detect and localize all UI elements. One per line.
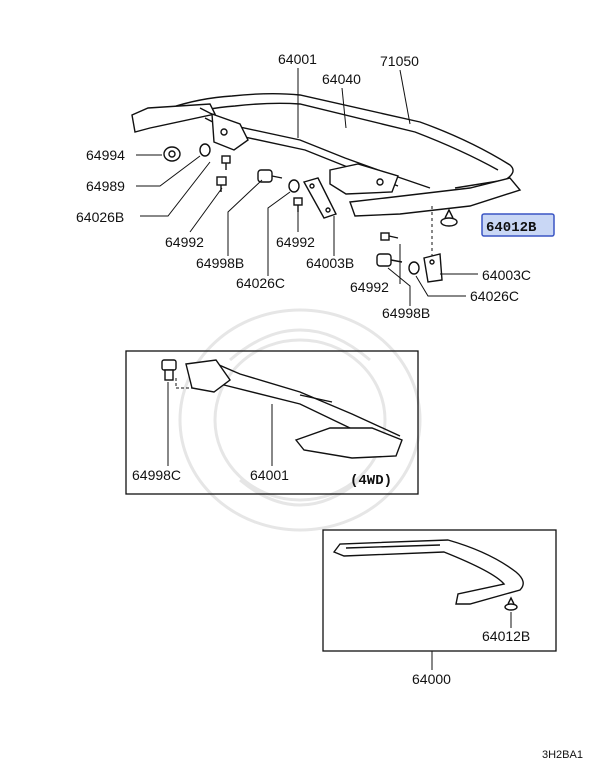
label-71050: 71050 <box>380 53 419 69</box>
label-64992-c: 64992 <box>350 279 389 295</box>
washer-64026c-b-icon <box>408 261 420 275</box>
highlight-64012b-box <box>481 213 555 237</box>
label-64026c-b: 64026C <box>470 288 519 304</box>
nut-64994-icon <box>163 146 181 162</box>
bolt-64998b-b-icon <box>376 253 403 267</box>
label-64012b-box: 64012B <box>482 628 530 644</box>
diagram-code: 3H2BA1 <box>542 749 583 761</box>
label-64992-b: 64992 <box>276 234 315 250</box>
tag-4wd: (4WD) <box>350 473 392 489</box>
clip-64012b-box-icon <box>504 596 518 611</box>
label-64998b-b: 64998B <box>382 305 430 321</box>
label-64998b-a: 64998B <box>196 255 244 271</box>
screw-64992-c-icon <box>380 232 399 241</box>
seal-64000 <box>332 539 524 605</box>
label-64994: 64994 <box>86 147 125 163</box>
bracket-64003c-icon <box>423 253 443 283</box>
screw-64026b-icon <box>221 155 231 170</box>
label-64012b-highlight: 64012B <box>486 220 537 236</box>
label-64992-a: 64992 <box>165 234 204 250</box>
label-64040: 64040 <box>322 71 361 87</box>
label-64001-top: 64001 <box>278 51 317 67</box>
bolt-64998b-a-icon <box>257 169 283 183</box>
label-64003b: 64003B <box>306 255 354 271</box>
inset-4wd-frame <box>125 350 419 495</box>
inset-seal-frame <box>322 529 557 652</box>
label-64026b: 64026B <box>76 209 124 225</box>
washer-64026c-a-icon <box>288 179 300 193</box>
bracket-64003b-icon <box>302 177 337 219</box>
label-64998c: 64998C <box>132 467 181 483</box>
rail-assembly-64001 <box>131 93 522 217</box>
screw-64992-b-icon <box>293 197 303 212</box>
watermark-logo <box>178 308 422 532</box>
clip-64012b-icon <box>440 208 458 227</box>
screw-64992-a-icon <box>216 176 227 192</box>
bolt-64998c-icon <box>161 359 177 381</box>
washer-64989-icon <box>199 143 211 157</box>
label-64989: 64989 <box>86 178 125 194</box>
label-64003c: 64003C <box>482 267 531 283</box>
label-64026c-a: 64026C <box>236 275 285 291</box>
label-64001-box: 64001 <box>250 467 289 483</box>
rail-64001-4wd <box>185 359 403 459</box>
label-64000: 64000 <box>412 671 451 687</box>
